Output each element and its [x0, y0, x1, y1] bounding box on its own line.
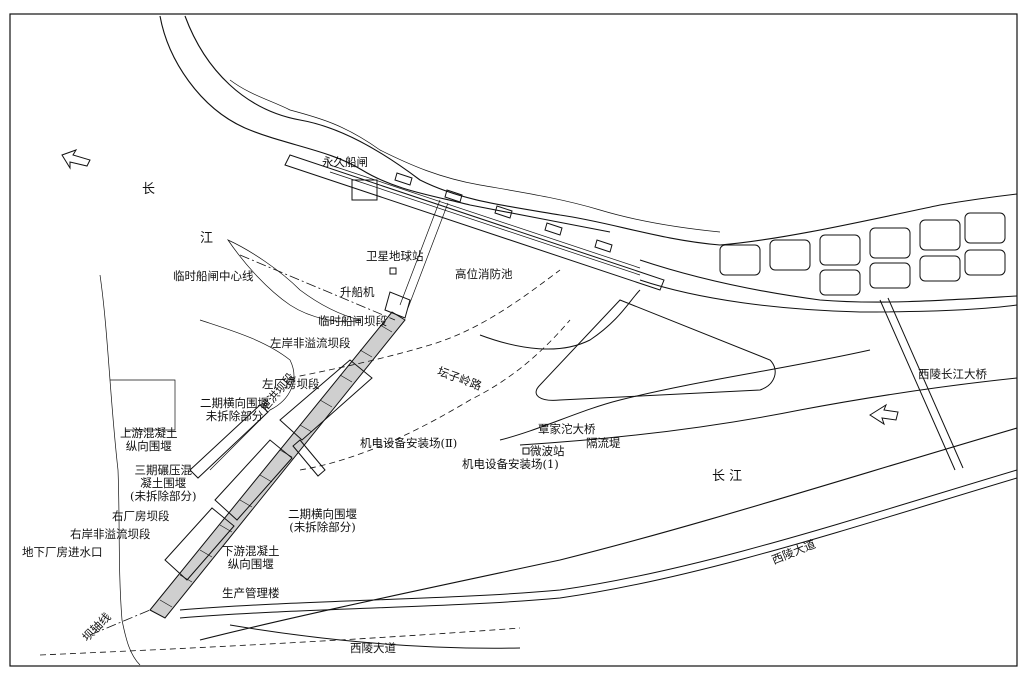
main-river-north-bank: [639, 259, 1018, 303]
label-right-spill-dam: 右岸非溢流坝段: [70, 527, 151, 541]
label-xiling-avenue-1: 西陵大道: [350, 641, 396, 655]
upper-river-bank-north: [184, 15, 1018, 246]
label-microwave-station: 微波站: [530, 444, 565, 458]
temp-lock-centerline: [239, 254, 396, 321]
reservoir-bank: [199, 319, 295, 471]
west-shoreline-inner: [110, 379, 176, 431]
label-changjiang-2: 长 江: [712, 469, 743, 484]
label-left-powerhouse-dam: 左厂房坝段: [262, 377, 320, 391]
label-equip-assembly-2: 机电设备安装场(Ⅱ): [360, 436, 458, 450]
separation-dike: [519, 377, 1018, 446]
satellite-station-marker: [389, 267, 397, 275]
label-equip-assembly-1: 机电设备安装场(1): [462, 457, 559, 471]
label-right-powerhouse-dam: 右厂房坝段: [112, 509, 170, 523]
label-ship-lift: 升船机: [340, 285, 375, 299]
label-chang-1: 长: [142, 182, 156, 197]
label-high-fire-pool: 高位消防池: [455, 267, 513, 281]
label-temp-lock-centerline: 临时船闸中心线: [173, 269, 254, 283]
microwave-station-marker: [522, 447, 530, 455]
road-lock-loop: [479, 289, 641, 350]
permanent-ship-lock: [284, 154, 665, 291]
label-phase2-cofferdam-up: 二期横向围堰 未拆除部分: [200, 396, 269, 423]
west-shoreline: [99, 274, 141, 666]
spillway-blocks: [164, 359, 373, 581]
label-left-spill-dam: 左岸非溢流坝段: [270, 336, 351, 350]
tanjiatuo-bridge: [499, 349, 871, 441]
lower-road: [229, 624, 521, 649]
label-xiling-bridge: 西陵长江大桥: [918, 367, 987, 381]
label-satellite-station: 卫星地球站: [366, 249, 424, 263]
lower-dashed-line: [39, 627, 521, 656]
phase2-cofferdam-dashed: [279, 269, 561, 381]
ship-lift: [384, 291, 411, 319]
label-permanent-lock: 永久船闸: [322, 155, 368, 169]
xiling-bridge: [879, 297, 964, 471]
label-underground-intake: 地下厂房进水口: [22, 545, 103, 559]
label-jiang-1: 江: [200, 231, 214, 246]
ship-lift-channel: [399, 199, 449, 309]
map-frame: [9, 13, 1018, 667]
downstream-longitudinal-cofferdam: [292, 439, 326, 477]
phase2-cofferdam-dashed-2: [299, 319, 571, 471]
label-temp-lock-dam: 临时船闸坝段: [318, 314, 387, 328]
downstream-flow-arrow: [869, 403, 899, 426]
label-separation-dike: 隔流堤: [586, 436, 621, 450]
upstream-flow-arrow: [61, 149, 91, 170]
upper-river-bank-south: [159, 15, 611, 233]
upstream-longitudinal-cofferdam: [189, 404, 269, 479]
label-downstream-longitudinal: 下游混凝土 纵向围堰: [222, 544, 280, 571]
label-production-building: 生产管理楼: [222, 586, 280, 600]
building-marker: [351, 179, 378, 201]
main-river-south-bank: [199, 427, 1018, 641]
label-tanjiatuo-bridge: 覃家沱大桥: [538, 422, 596, 436]
dam-axis-line: [89, 609, 151, 636]
label-upstream-longitudinal: 上游混凝土 纵向围堰: [120, 426, 178, 453]
xiling-avenue-main: [179, 469, 1018, 611]
xiling-avenue-parallel: [179, 477, 1018, 619]
north-road: [639, 279, 1018, 313]
city-blocks: [719, 212, 1006, 296]
road-triangle: [535, 299, 776, 401]
north-shoreline: [229, 79, 721, 233]
label-phase3-rcc: 三期碾压混 凝土围堰 (未拆除部分): [130, 463, 197, 503]
label-phase2-cofferdam-down: 二期横向围堰 (未拆除部分): [288, 507, 357, 534]
